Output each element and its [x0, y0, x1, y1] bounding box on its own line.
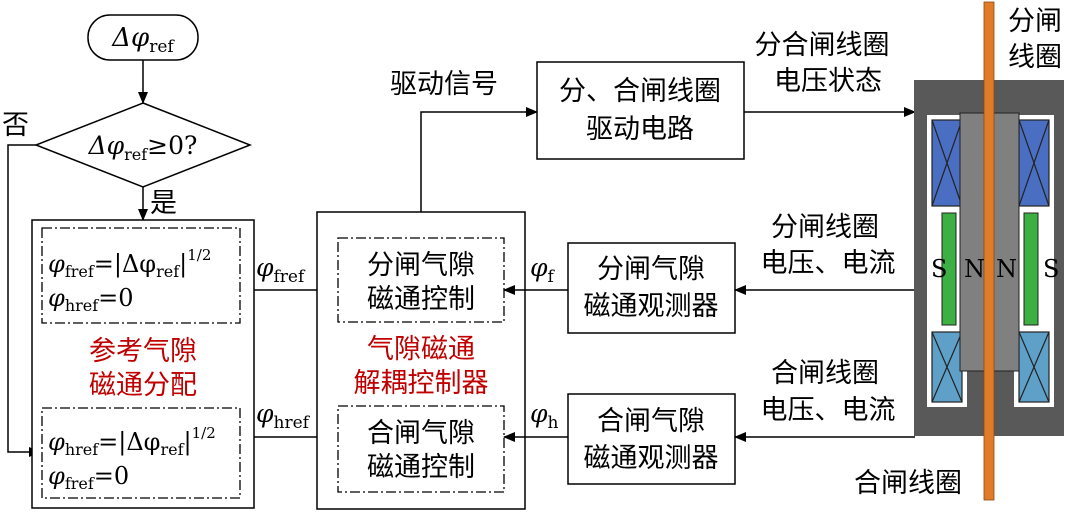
- yes-label: 是: [150, 188, 177, 219]
- close-priority-equations-box: [41, 407, 241, 499]
- eq-phi-href-zero: φhref=0: [48, 284, 134, 315]
- alloc-title-line1: 参考气隙: [89, 336, 197, 367]
- pole-n-left: N: [964, 255, 985, 283]
- open-meas-line1: 分闸线圈: [771, 212, 879, 243]
- left-permanent-magnet: [941, 212, 957, 326]
- open-flux-observer-block: [567, 242, 736, 334]
- pole-s-left: S: [931, 255, 947, 283]
- open-flux-control-box: [337, 237, 505, 323]
- decoupling-controller-block: [316, 211, 526, 510]
- close-coil-right-cross-icon: [1018, 331, 1050, 403]
- magnetic-actuator: S N N S: [914, 1, 1064, 501]
- arrow-drive-signal: [420, 107, 538, 212]
- close-flux-observer-block: [567, 393, 736, 485]
- open-coil-right-cross-icon: [1018, 119, 1050, 207]
- open-priority-equations-box: [41, 227, 241, 324]
- reference-flux-allocation-block: [31, 219, 255, 509]
- open-observer-line2: 磁通观测器: [584, 291, 719, 322]
- open-coil-left-cross-icon: [931, 119, 963, 207]
- open-meas-line2: 电压、电流: [761, 248, 896, 279]
- phi-href-label: φhref: [256, 399, 311, 433]
- decision-label: Δφref≥0?: [88, 131, 198, 164]
- controller-title-line1: 气隙磁通: [367, 334, 475, 365]
- controller-title-line2: 解耦控制器: [354, 368, 489, 399]
- close-coil-label: 合闸线圈: [854, 468, 962, 499]
- drive-circuit-line2: 驱动电路: [586, 114, 694, 145]
- phi-h-label: φh: [530, 399, 559, 433]
- eq-phi-href-close: φhref=|Δφref|1/2: [48, 424, 216, 459]
- close-meas-line1: 合闸线圈: [771, 358, 879, 389]
- right-permanent-magnet: [1023, 212, 1039, 326]
- start-label: Δφref: [111, 23, 175, 57]
- close-coil-left-cross-icon: [931, 331, 963, 403]
- arrow-no-branch: [7, 144, 41, 457]
- eq-phi-fref-open: φfref=|Δφref|1/2: [48, 246, 211, 281]
- close-ctrl-line2: 磁通控制: [367, 452, 475, 483]
- pole-s-right: S: [1043, 255, 1059, 283]
- open-ctrl-line2: 磁通控制: [367, 284, 475, 315]
- drive-circuit-line1: 分、合闸线圈: [559, 76, 721, 107]
- pole-n-right: N: [996, 255, 1017, 283]
- no-label: 否: [2, 110, 29, 141]
- phi-fref-label: φfref: [256, 253, 306, 287]
- open-observer-line1: 分闸气隙: [597, 254, 705, 285]
- voltage-state-line1: 分合闸线圈: [755, 30, 890, 61]
- alloc-title-line2: 磁通分配: [89, 370, 197, 401]
- close-meas-line2: 电压、电流: [761, 395, 896, 426]
- phi-f-label: φf: [530, 253, 556, 287]
- open-coil-label-line1: 分闸: [1008, 6, 1062, 37]
- drive-signal-label: 驱动信号: [390, 69, 498, 100]
- close-ctrl-line1: 合闸气隙: [367, 418, 475, 449]
- eq-phi-fref-zero: φfref=0: [48, 462, 129, 493]
- close-observer-line2: 磁通观测器: [584, 443, 719, 474]
- drive-circuit-block: [536, 61, 745, 160]
- actuator-rod: [983, 1, 995, 501]
- open-coil-label-line2: 线圈: [1008, 42, 1062, 73]
- open-ctrl-line1: 分闸气隙: [367, 250, 475, 281]
- voltage-state-line2: 电压状态: [774, 66, 882, 97]
- close-observer-line1: 合闸气隙: [597, 406, 705, 437]
